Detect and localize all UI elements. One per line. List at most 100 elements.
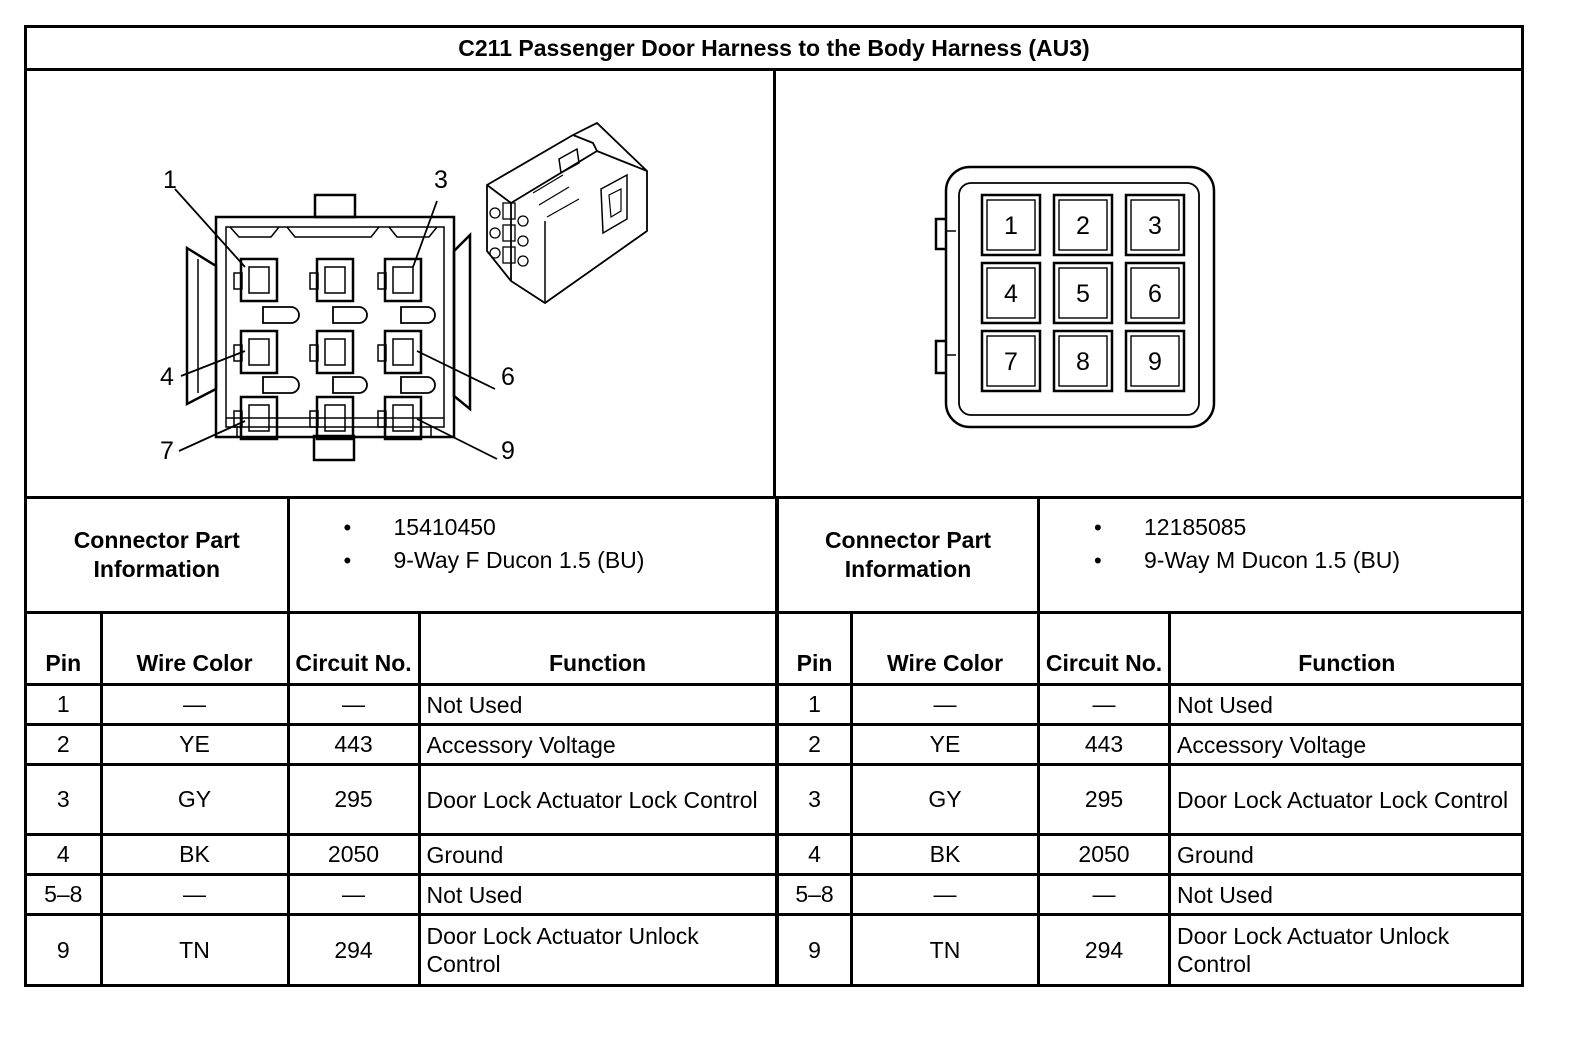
callout-9: 9 — [501, 437, 515, 465]
wire-color-cell: GY — [99, 763, 290, 836]
page-title: C211 Passenger Door Harness to the Body … — [27, 28, 1521, 71]
table-row: 5–8 — — Not Used — [27, 873, 778, 916]
cavity-3 — [377, 257, 423, 303]
circuit-cell: — — [1037, 873, 1172, 916]
cavity-9 — [377, 395, 423, 441]
pin-cell: 9 — [776, 913, 853, 985]
wire-color-cell: BK — [99, 833, 290, 876]
pin-number-1: 1 — [1004, 212, 1018, 240]
function-cell: Door Lock Actuator Unlock Control — [1168, 913, 1523, 985]
circuit-no-column-header: Circuit No. — [1037, 611, 1172, 686]
male-pinout-table: Connector Part Information 12185085 9-Wa… — [775, 496, 1523, 985]
pin-cell-8: 8 — [1052, 329, 1114, 393]
connector-part-info-values: 15410450 9-Way F Ducon 1.5 (BU) — [286, 496, 778, 614]
connector-sheet: C211 Passenger Door Harness to the Body … — [24, 25, 1524, 987]
upper-latch — [934, 217, 946, 251]
pin-cell: 3 — [776, 763, 853, 836]
connector-housing — [944, 165, 1216, 429]
right-side-flange — [452, 231, 472, 412]
table-row: 9 TN 294 Door Lock Actuator Unlock Contr… — [27, 913, 778, 985]
pin-number-6: 6 — [1148, 280, 1162, 308]
pin-cell-9: 9 — [1124, 329, 1186, 393]
circuit-cell: 295 — [1037, 763, 1172, 836]
pin-number-9: 9 — [1148, 348, 1162, 376]
circuit-cell: 2050 — [1037, 833, 1172, 876]
cavity-8 — [309, 395, 355, 441]
wire-color-cell: YE — [849, 723, 1041, 766]
table-row: 5–8 — — Not Used — [776, 873, 1523, 916]
leader-line-3 — [412, 200, 438, 268]
circuit-cell: 294 — [1037, 913, 1172, 985]
table-row: 4 BK 2050 Ground — [27, 833, 778, 876]
table-row: 3 GY 295 Door Lock Actuator Lock Control — [27, 763, 778, 836]
pin-cell: 1 — [776, 683, 853, 726]
pin-cell: 1 — [27, 683, 103, 726]
pin-cell-3: 3 — [1124, 193, 1186, 257]
female-connector-face-drawing: 1 3 4 6 7 9 — [160, 121, 648, 465]
wire-color-column-header: Wire Color — [849, 611, 1041, 686]
wire-color-cell: — — [99, 873, 290, 916]
pin-cell: 2 — [27, 723, 103, 766]
wire-color-cell: BK — [849, 833, 1041, 876]
function-cell: Not Used — [1168, 683, 1523, 726]
table-header-row: Pin Wire Color Circuit No. Function — [776, 611, 1523, 686]
pin-cell-4: 4 — [980, 261, 1042, 325]
wire-color-cell: TN — [99, 913, 290, 985]
pin-cell: 3 — [27, 763, 103, 836]
pin-column-header: Pin — [776, 611, 853, 686]
circuit-cell: — — [1037, 683, 1172, 726]
pin-cell: 2 — [776, 723, 853, 766]
pin-cell: 9 — [27, 913, 103, 985]
top-latch-tab — [313, 193, 357, 219]
function-cell: Door Lock Actuator Lock Control — [1168, 763, 1523, 836]
function-cell: Accessory Voltage — [417, 723, 778, 766]
function-cell: Door Lock Actuator Lock Control — [417, 763, 778, 836]
pin-number-5: 5 — [1076, 280, 1090, 308]
female-pinout-table: Connector Part Information 15410450 9-Wa… — [27, 496, 778, 985]
table-row: 1 — — Not Used — [776, 683, 1523, 726]
lower-latch — [934, 339, 946, 375]
leader-line-1 — [174, 188, 246, 268]
pin-number-8: 8 — [1076, 348, 1090, 376]
female-connector-diagram: 1 3 4 6 7 9 — [27, 71, 776, 496]
pin-cell-7: 7 — [980, 329, 1042, 393]
part-number: 12185085 — [1040, 511, 1523, 544]
pin-number-3: 3 — [1148, 212, 1162, 240]
pin-column-header: Pin — [27, 611, 103, 686]
callout-7: 7 — [160, 437, 174, 465]
table-row: 9 TN 294 Door Lock Actuator Unlock Contr… — [776, 913, 1523, 985]
pin-cell: 4 — [27, 833, 103, 876]
wire-color-cell: YE — [99, 723, 290, 766]
wire-color-cell: — — [849, 683, 1041, 726]
leader-line-4 — [180, 350, 246, 377]
leader-line-7 — [178, 420, 246, 452]
circuit-cell: 295 — [286, 763, 421, 836]
pin-cell: 5–8 — [776, 873, 853, 916]
function-cell: Accessory Voltage — [1168, 723, 1523, 766]
cavity-2 — [309, 257, 355, 303]
callout-1: 1 — [163, 166, 177, 194]
pin-cell-1: 1 — [980, 193, 1042, 257]
pin-cell: 4 — [776, 833, 853, 876]
connector-description: 9-Way F Ducon 1.5 (BU) — [290, 544, 775, 577]
cavity-5 — [309, 329, 355, 375]
function-column-header: Function — [417, 611, 778, 686]
table-row: 4 BK 2050 Ground — [776, 833, 1523, 876]
pin-number-2: 2 — [1076, 212, 1090, 240]
wire-color-cell: — — [849, 873, 1041, 916]
function-cell: Not Used — [417, 873, 778, 916]
pin-number-4: 4 — [1004, 280, 1018, 308]
pin-cell-5: 5 — [1052, 261, 1114, 325]
function-cell: Ground — [1168, 833, 1523, 876]
function-cell: Ground — [417, 833, 778, 876]
table-row: 3 GY 295 Door Lock Actuator Lock Control — [776, 763, 1523, 836]
table-row: 2 YE 443 Accessory Voltage — [776, 723, 1523, 766]
male-connector-face-drawing: 1 2 3 4 5 6 7 8 9 — [934, 165, 1216, 429]
cavity-1 — [233, 257, 279, 303]
circuit-cell: 443 — [286, 723, 421, 766]
leader-line-9 — [416, 418, 498, 460]
wire-color-column-header: Wire Color — [99, 611, 290, 686]
function-cell: Not Used — [1168, 873, 1523, 916]
leader-line-6 — [416, 350, 496, 390]
circuit-cell: — — [286, 873, 421, 916]
